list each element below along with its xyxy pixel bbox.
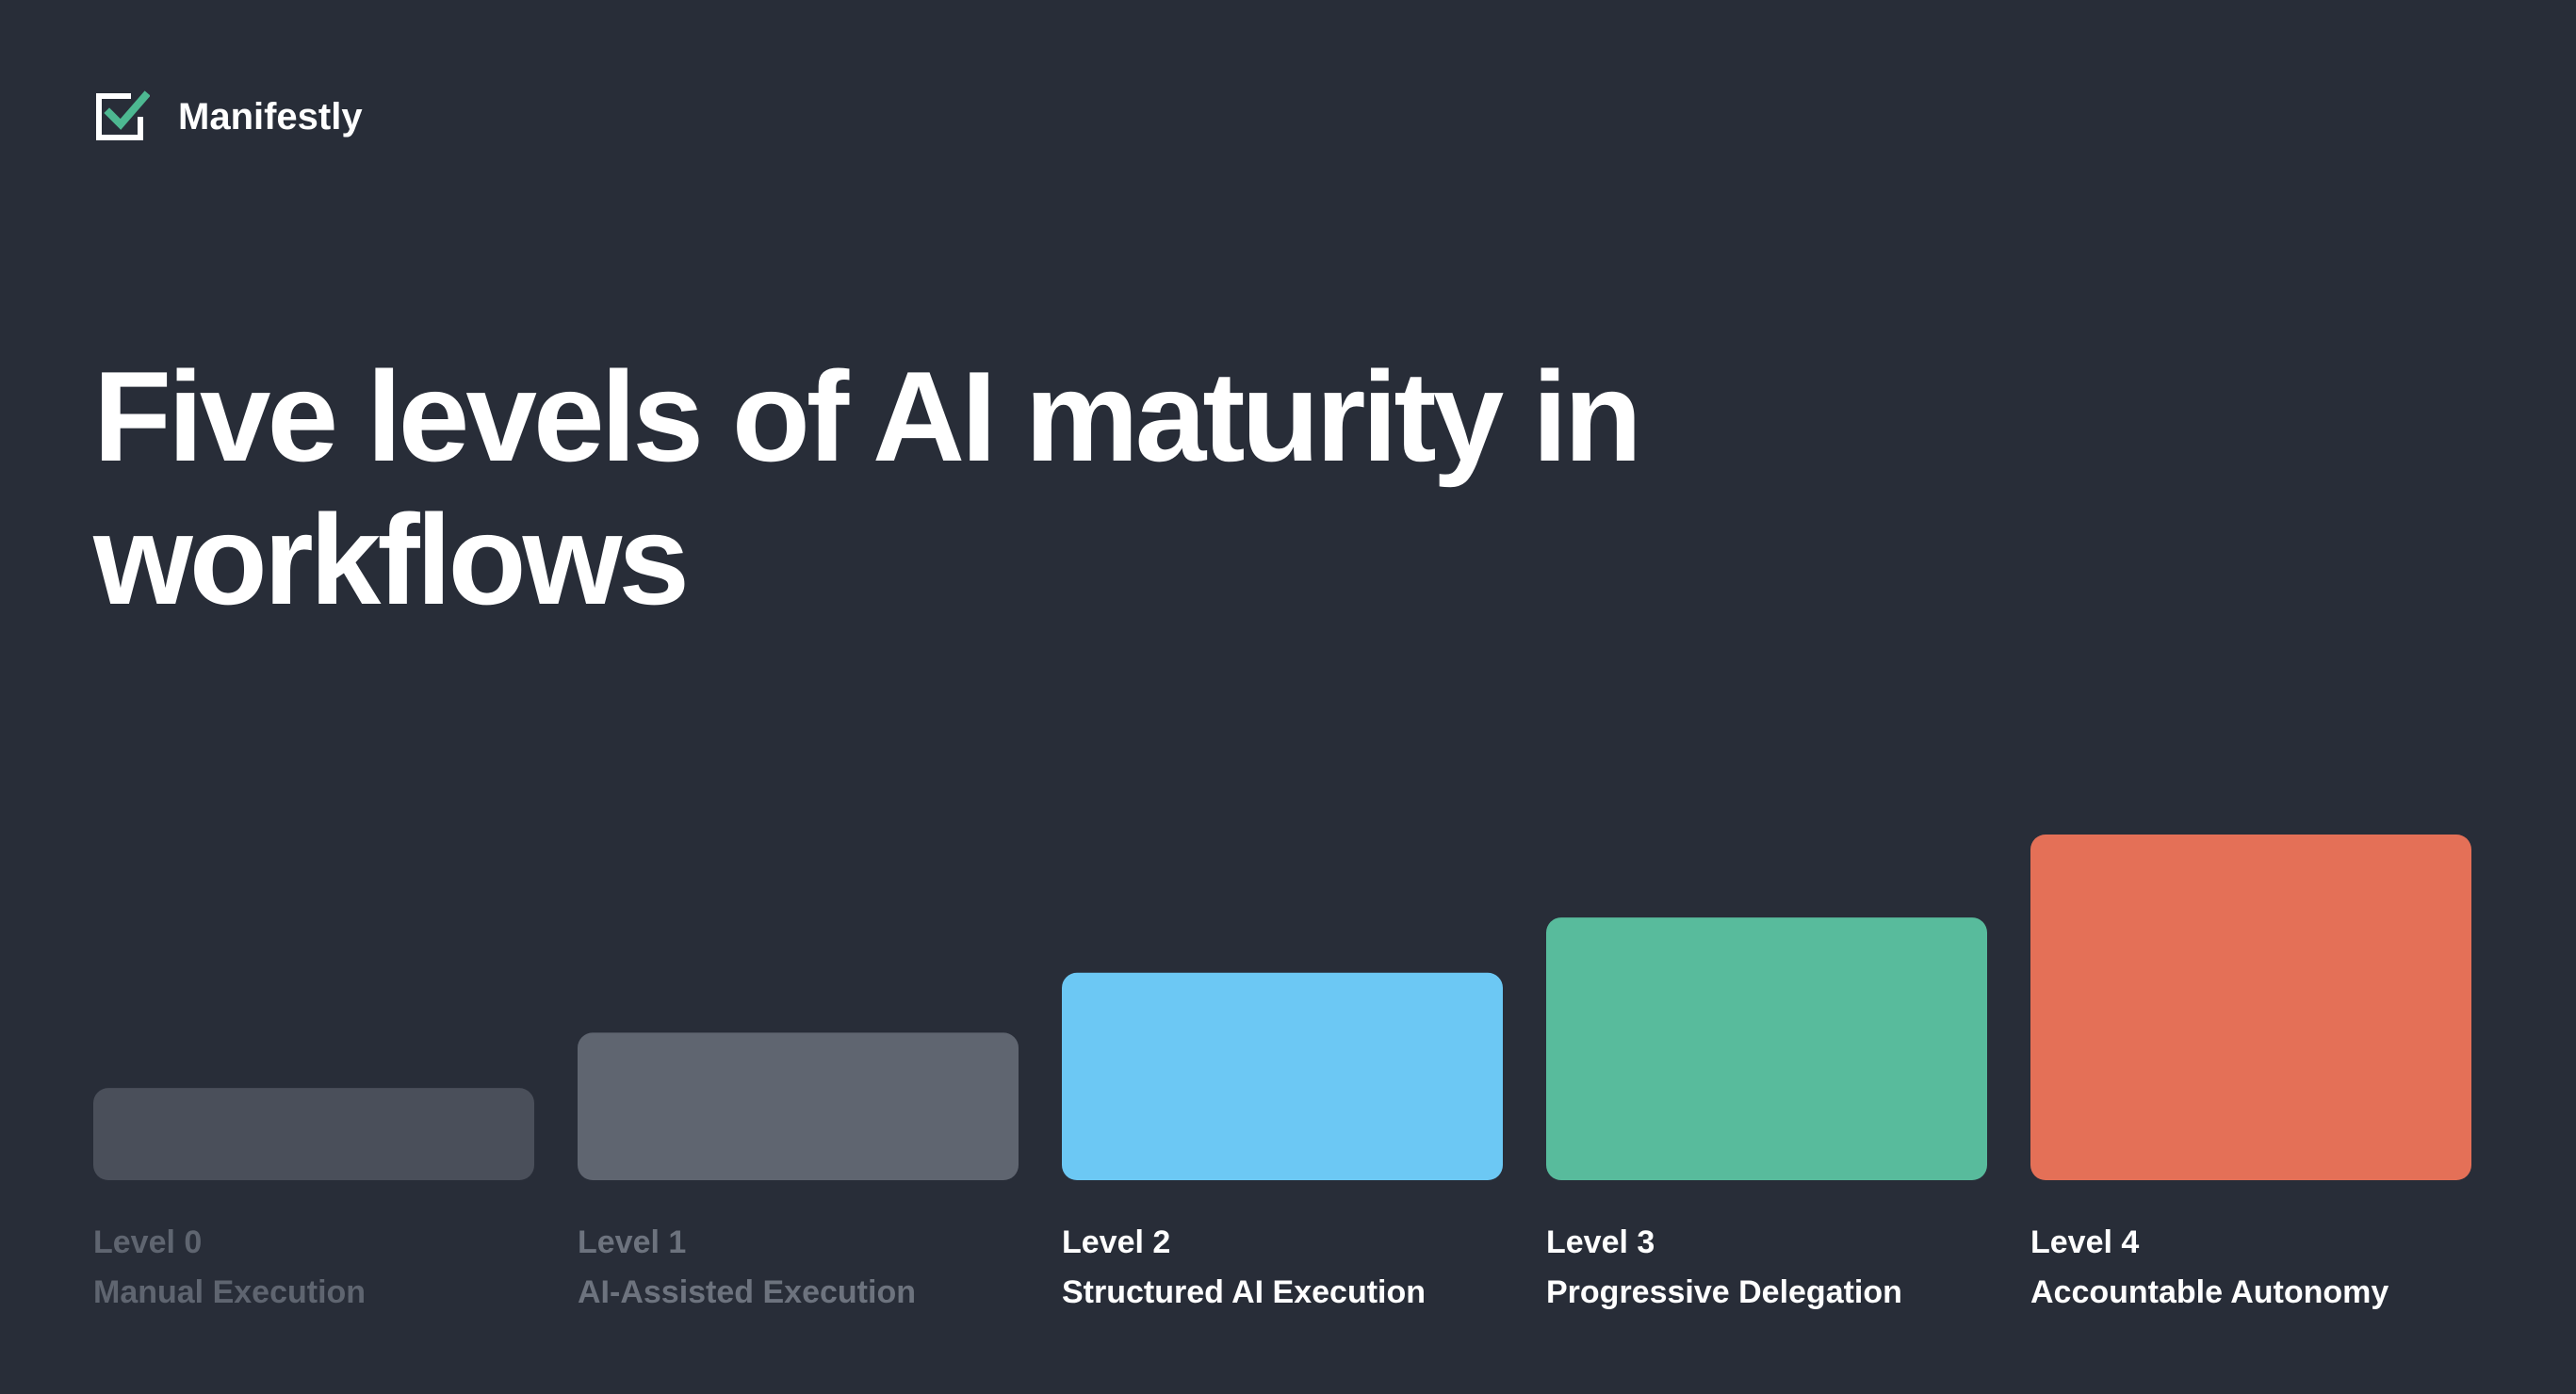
bar-level-3 bbox=[1546, 917, 1987, 1180]
bar-level-1 bbox=[578, 1032, 1019, 1180]
level-name-3: Progressive Delegation bbox=[1546, 1274, 1902, 1310]
level-label-1: Level 1 bbox=[578, 1224, 686, 1260]
checkbox-check-icon bbox=[96, 90, 150, 140]
bar-level-2 bbox=[1062, 972, 1503, 1180]
bar-level-4 bbox=[2030, 835, 2471, 1180]
level-label-3: Level 3 bbox=[1546, 1224, 1655, 1260]
level-label-0: Level 0 bbox=[93, 1224, 202, 1260]
level-label-2: Level 2 bbox=[1062, 1224, 1170, 1260]
level-label-4: Level 4 bbox=[2030, 1224, 2139, 1260]
level-name-0: Manual Execution bbox=[93, 1274, 366, 1310]
level-name-4: Accountable Autonomy bbox=[2030, 1274, 2389, 1310]
level-name-2: Structured AI Execution bbox=[1062, 1274, 1426, 1310]
bar-level-0 bbox=[93, 1088, 534, 1180]
page-title: Five levels of AI maturity in workflows bbox=[93, 345, 1642, 631]
level-name-1: AI-Assisted Execution bbox=[578, 1274, 916, 1310]
brand-name: Manifestly bbox=[178, 95, 363, 138]
brand: Manifestly bbox=[93, 90, 363, 143]
